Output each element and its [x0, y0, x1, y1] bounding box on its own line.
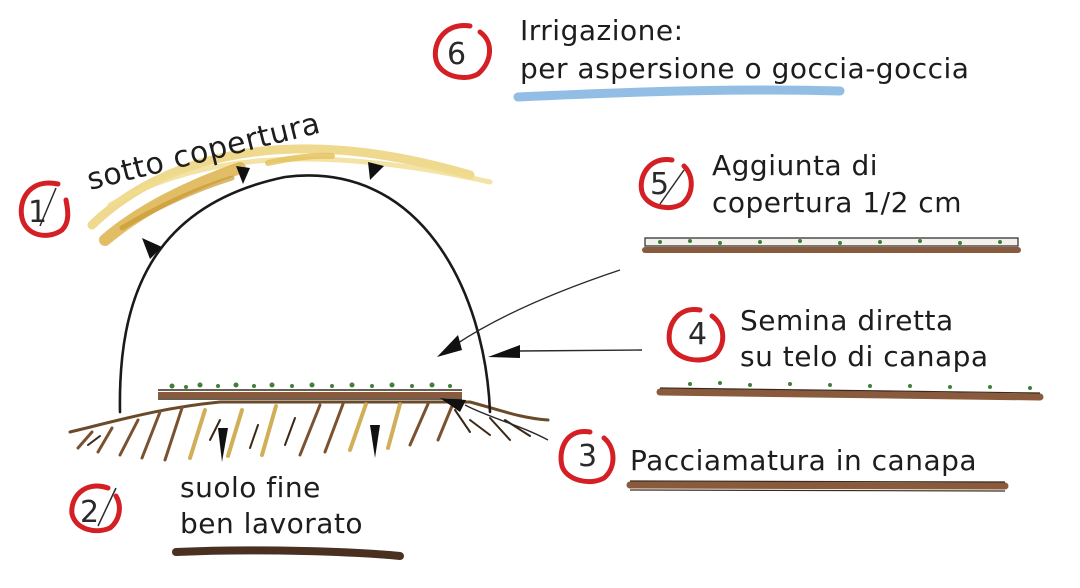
- label-irrigazione: Irrigazione:: [520, 14, 684, 47]
- label-4: 4 Semina diretta su telo di canapa: [656, 304, 1044, 401]
- tunnel-hoop-wire: [118, 174, 492, 414]
- irrigation-water-stroke: [513, 85, 845, 102]
- number-6: 6: [447, 37, 466, 72]
- label-pacciamatura: Pacciamatura in canapa: [630, 444, 977, 477]
- cover-sheet-strokes: [87, 144, 493, 246]
- label-3: 3 Pacciamatura in canapa: [558, 429, 1009, 492]
- leader-arrows: [437, 269, 643, 441]
- label-ben-lavorato: ben lavorato: [180, 507, 363, 540]
- dome-hemp-sheet: [158, 382, 462, 400]
- label-5: 5 Aggiunta di copertura 1/2 cm: [638, 149, 1021, 253]
- label-aggiunta: Aggiunta di: [712, 149, 878, 182]
- label-2: 2 suolo fine ben lavorato: [69, 471, 404, 560]
- number-5: 5: [650, 167, 669, 202]
- number-2: 2: [80, 495, 99, 530]
- number-3: 3: [578, 439, 597, 474]
- label-6: 6 Irrigazione: per aspersione o goccia-g…: [432, 14, 969, 85]
- number-4: 4: [688, 317, 707, 352]
- label-suolo-fine: suolo fine: [180, 471, 321, 504]
- number-1: 1: [28, 195, 47, 230]
- label-1: 1 sotto copertura: [18, 106, 324, 238]
- worked-soil: [68, 400, 550, 462]
- label-copertura-cm: copertura 1/2 cm: [712, 186, 962, 219]
- label-aspersione: per aspersione o goccia-goccia: [520, 52, 969, 85]
- dome-arrows: [142, 162, 384, 462]
- label-su-telo: su telo di canapa: [740, 340, 989, 373]
- label-semina-diretta: Semina diretta: [740, 304, 954, 337]
